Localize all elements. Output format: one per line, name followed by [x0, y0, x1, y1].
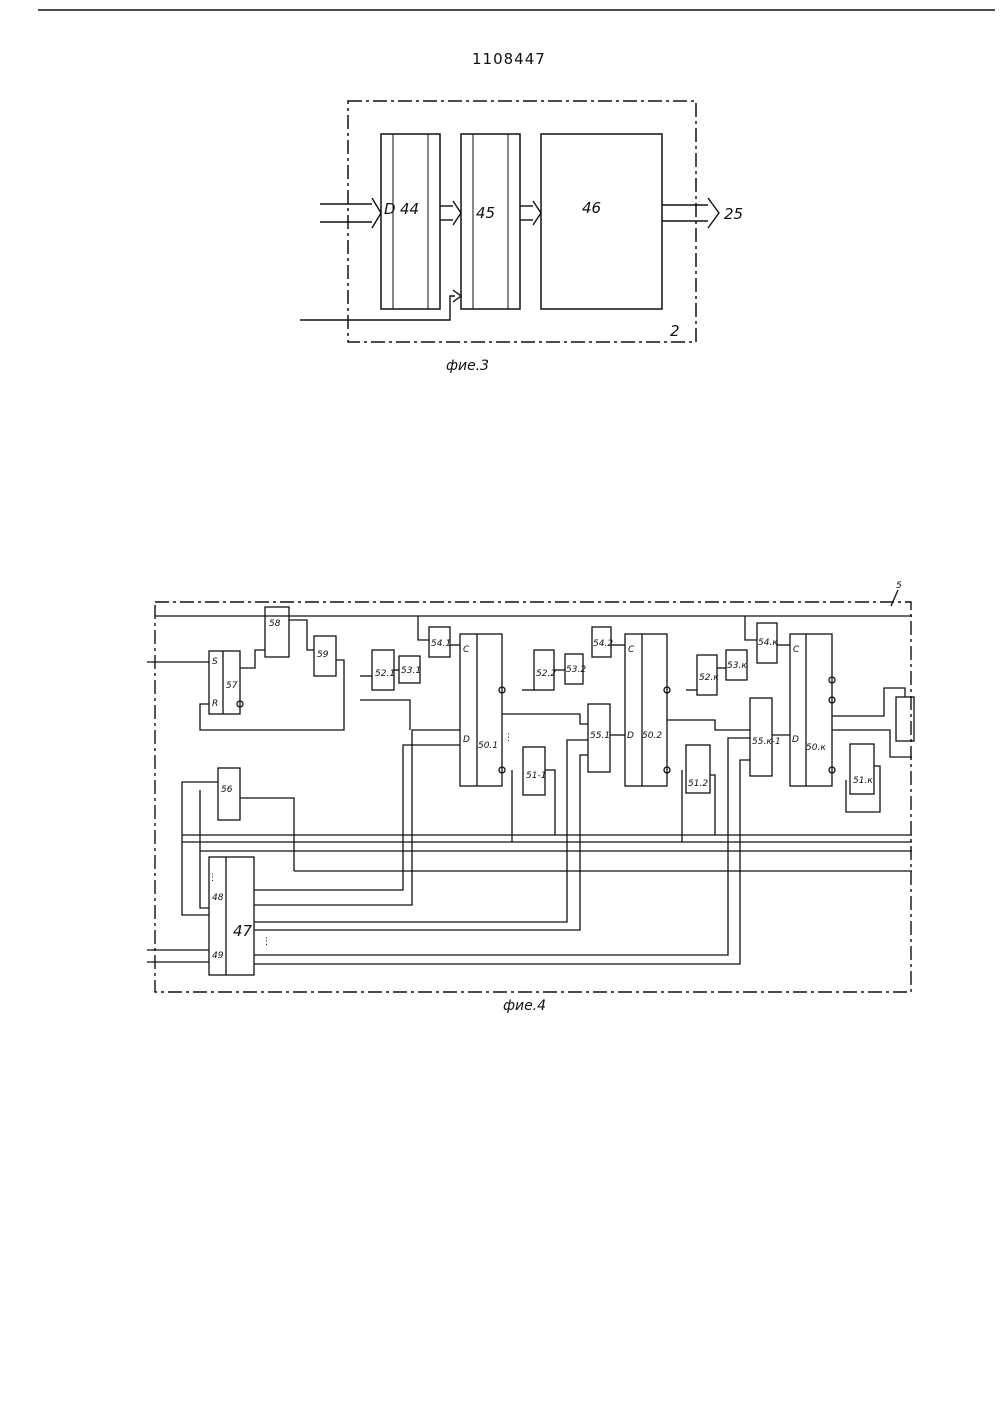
- block-55-k-1-label: 55.к-1: [752, 737, 781, 747]
- block-49-label: 49: [212, 951, 224, 961]
- fig3-boundary-label: 2: [670, 322, 680, 340]
- block-50-2: [625, 634, 667, 786]
- block-57-pin-s: S: [212, 657, 218, 667]
- wire-51-2-to-bus-b: [710, 775, 715, 835]
- block-56-label: 56: [221, 785, 233, 795]
- wire-51-1-to-bus-b: [545, 770, 555, 835]
- fig3-caption: фие.3: [446, 358, 489, 374]
- fig3-output-label: 25: [724, 205, 743, 223]
- wire-50-1-to-55-1: [502, 714, 588, 724]
- block-54-2-label: 54.2: [593, 639, 613, 649]
- figure-4: 5 58 59 S R 57 52.1 53.1: [147, 581, 914, 1014]
- block-58: [265, 607, 289, 657]
- block-44-input-letter: D: [384, 200, 396, 218]
- block-44: [381, 134, 440, 309]
- wire-47-to-50-1b: [254, 730, 460, 905]
- block-53-2-label: 53.2: [566, 665, 586, 675]
- block-53-1-label: 53.1: [401, 666, 421, 676]
- block-46-label: 46: [582, 199, 601, 217]
- block-53-k-label: 53.к: [727, 661, 747, 671]
- wire-51-k-loop: [846, 766, 880, 812]
- block-55-1-label: 55.1: [590, 731, 610, 741]
- wire-50-2-to-55-k-1: [667, 720, 750, 730]
- block-50-k-label: 50.к: [806, 743, 826, 753]
- block-51-k: [850, 744, 874, 794]
- fig4-boundary-label: 5: [896, 581, 902, 591]
- block-52-2-label: 52.2: [536, 669, 556, 679]
- block-51-k-label: 51.к: [853, 776, 873, 786]
- block-47-ellipsis-in: ⋮: [208, 873, 217, 883]
- block-48-label: 48: [212, 893, 224, 903]
- block-50-1: [460, 634, 502, 786]
- block-52-k-label: 52.к: [699, 673, 719, 683]
- block-57-label: 57: [226, 681, 238, 691]
- fig3-boundary: [348, 101, 696, 342]
- bus-44-to-45: [440, 201, 461, 225]
- block-50-1-label: 50.1: [478, 741, 498, 751]
- block-45-label: 45: [476, 204, 495, 222]
- block-50-2-label: 50.2: [642, 731, 662, 741]
- block-54-1-label: 54.1: [431, 639, 451, 649]
- block-59-label: 59: [317, 650, 329, 660]
- block-50-k-pin-c: C: [793, 645, 800, 655]
- block-54-k-label: 54.к: [758, 638, 778, 648]
- fig4-boundary: [155, 602, 911, 992]
- wire-57-to-58: [240, 650, 265, 668]
- block-50-1-ellipsis: ⋮: [504, 733, 513, 743]
- block-46: [541, 134, 662, 309]
- fig4-caption: фие.4: [503, 998, 546, 1014]
- wire-58-to-59: [289, 620, 314, 650]
- bus-45-to-46: [520, 201, 541, 225]
- wire-bus-to-54-k: [745, 616, 757, 640]
- block-47-label: 47: [233, 922, 253, 940]
- wire-56-left: [200, 790, 209, 908]
- block-50-1-pin-c: C: [463, 645, 470, 655]
- wire-bus-to-54-1: [418, 616, 429, 640]
- block-58-label: 58: [269, 619, 281, 629]
- wire-50-k-to-output: [832, 688, 905, 716]
- wire-47-to-55-1: [254, 740, 588, 922]
- wire-59-to-57r: [200, 660, 344, 730]
- block-52-1-label: 52.1: [375, 669, 395, 679]
- block-50-k-pin-d: D: [792, 735, 799, 745]
- block-44-label: 44: [400, 200, 419, 218]
- block-50-2-pin-d: D: [627, 731, 634, 741]
- wire-52-1-down: [360, 700, 410, 730]
- figure-3: 2 D 44 45 46: [300, 101, 743, 374]
- block-50-2-pin-c: C: [628, 645, 635, 655]
- fig3-input-bus-arrow: [320, 198, 381, 228]
- block-51-1-label: 51-1: [526, 771, 546, 781]
- block-50-1-pin-d: D: [463, 735, 470, 745]
- fig4-boundary-leader: [891, 590, 898, 606]
- block-57-pin-r: R: [212, 699, 218, 709]
- block-47-ellipsis: ⋮: [262, 937, 271, 947]
- wire-47-to-50-1: [254, 745, 460, 890]
- block-51-2-label: 51.2: [688, 779, 708, 789]
- block-50-k: [790, 634, 832, 786]
- fig3-output-bus-arrow: [662, 198, 719, 228]
- wire-47-to-55-k-1b: [254, 760, 750, 964]
